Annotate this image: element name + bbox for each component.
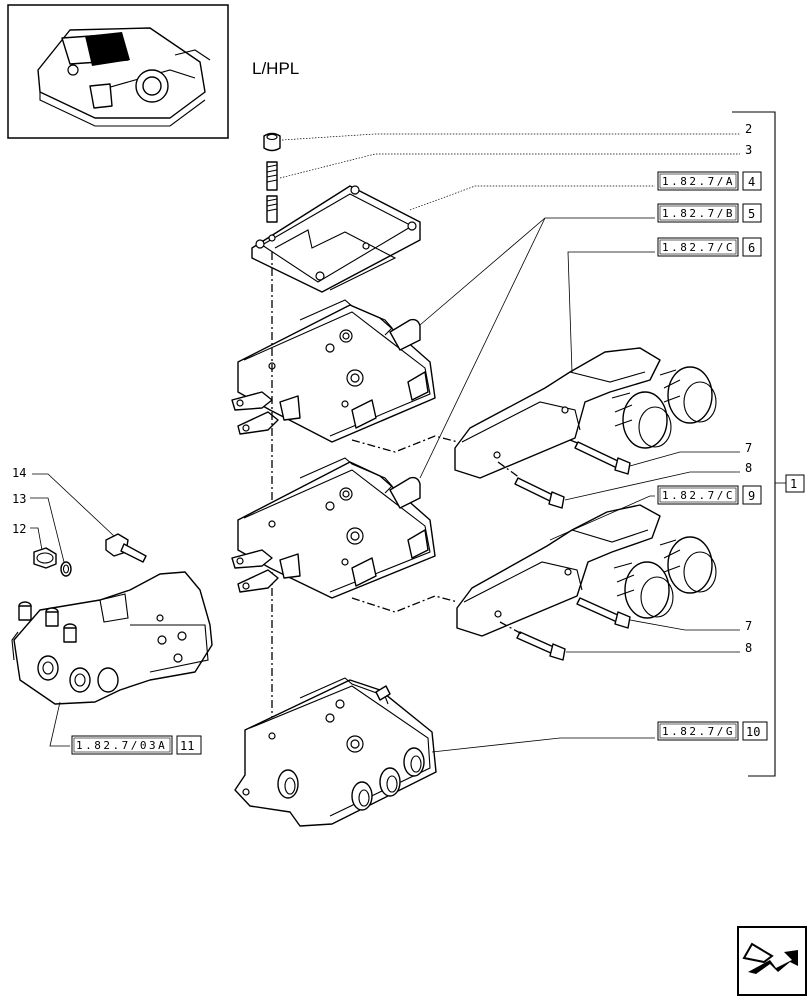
ref-box-6[interactable] [657, 237, 739, 257]
callout-1: 1 [790, 477, 797, 491]
ref-box-10[interactable] [657, 721, 739, 741]
callout-box-6[interactable] [742, 237, 762, 257]
reference-6: 1.82.7/C [662, 241, 735, 254]
callout-6: 6 [748, 241, 755, 255]
valve-section-middle [231, 457, 436, 599]
callout-2: 2 [745, 122, 752, 136]
callout-8-upper: 8 [745, 461, 752, 475]
reference-5: 1.82.7/B [662, 207, 735, 220]
ref-box-5[interactable] [657, 203, 739, 223]
nut-part [263, 132, 281, 152]
reference-10: 1.82.7/G [662, 725, 735, 738]
callout-4: 4 [748, 175, 755, 189]
callout-10: 10 [746, 725, 760, 739]
reference-9: 1.82.7/C [662, 489, 735, 502]
callout-box-9[interactable] [742, 485, 762, 505]
valve-section-top [231, 299, 436, 443]
reference-11: 1.82.7/03A [76, 739, 167, 752]
callout-11: 11 [180, 739, 194, 753]
callout-box-10[interactable] [742, 721, 768, 741]
cover-plate-part [251, 185, 421, 293]
callout-box-5[interactable] [742, 203, 762, 223]
callout-box-1[interactable] [785, 474, 805, 493]
valve-block-part [11, 571, 213, 705]
callout-5: 5 [748, 207, 755, 221]
callout-8-lower: 8 [745, 641, 752, 655]
plug-part [33, 547, 57, 569]
callout-7-lower: 7 [745, 619, 752, 633]
ref-box-9[interactable] [657, 485, 739, 505]
callout-14: 14 [12, 466, 26, 480]
ref-box-11[interactable] [71, 735, 173, 755]
callout-13: 13 [12, 492, 26, 506]
inlet-section-part [234, 677, 437, 827]
callout-3: 3 [745, 143, 752, 157]
screw-lower-7 [576, 597, 631, 629]
fitting-elbow-lower [456, 504, 717, 637]
screw-upper-8 [514, 477, 565, 509]
o-ring-part [60, 561, 72, 577]
next-page-arrow-icon[interactable] [737, 926, 807, 996]
callout-box-4[interactable] [742, 171, 762, 191]
screw-part-14 [105, 533, 147, 563]
screw-upper-7 [574, 441, 631, 475]
screw-lower-8 [516, 631, 566, 661]
fitting-elbow-top [454, 347, 717, 479]
callout-box-11[interactable] [176, 735, 202, 755]
callout-9: 9 [748, 489, 755, 503]
callout-12: 12 [12, 522, 26, 536]
group-bracket [732, 111, 776, 777]
callout-7-upper: 7 [745, 441, 752, 455]
stud-part [266, 161, 278, 223]
ref-box-4[interactable] [657, 171, 739, 191]
page-title: L/HPL [252, 59, 299, 78]
assembly-thumbnail-icon[interactable] [7, 4, 229, 139]
reference-4: 1.82.7/A [662, 175, 735, 188]
